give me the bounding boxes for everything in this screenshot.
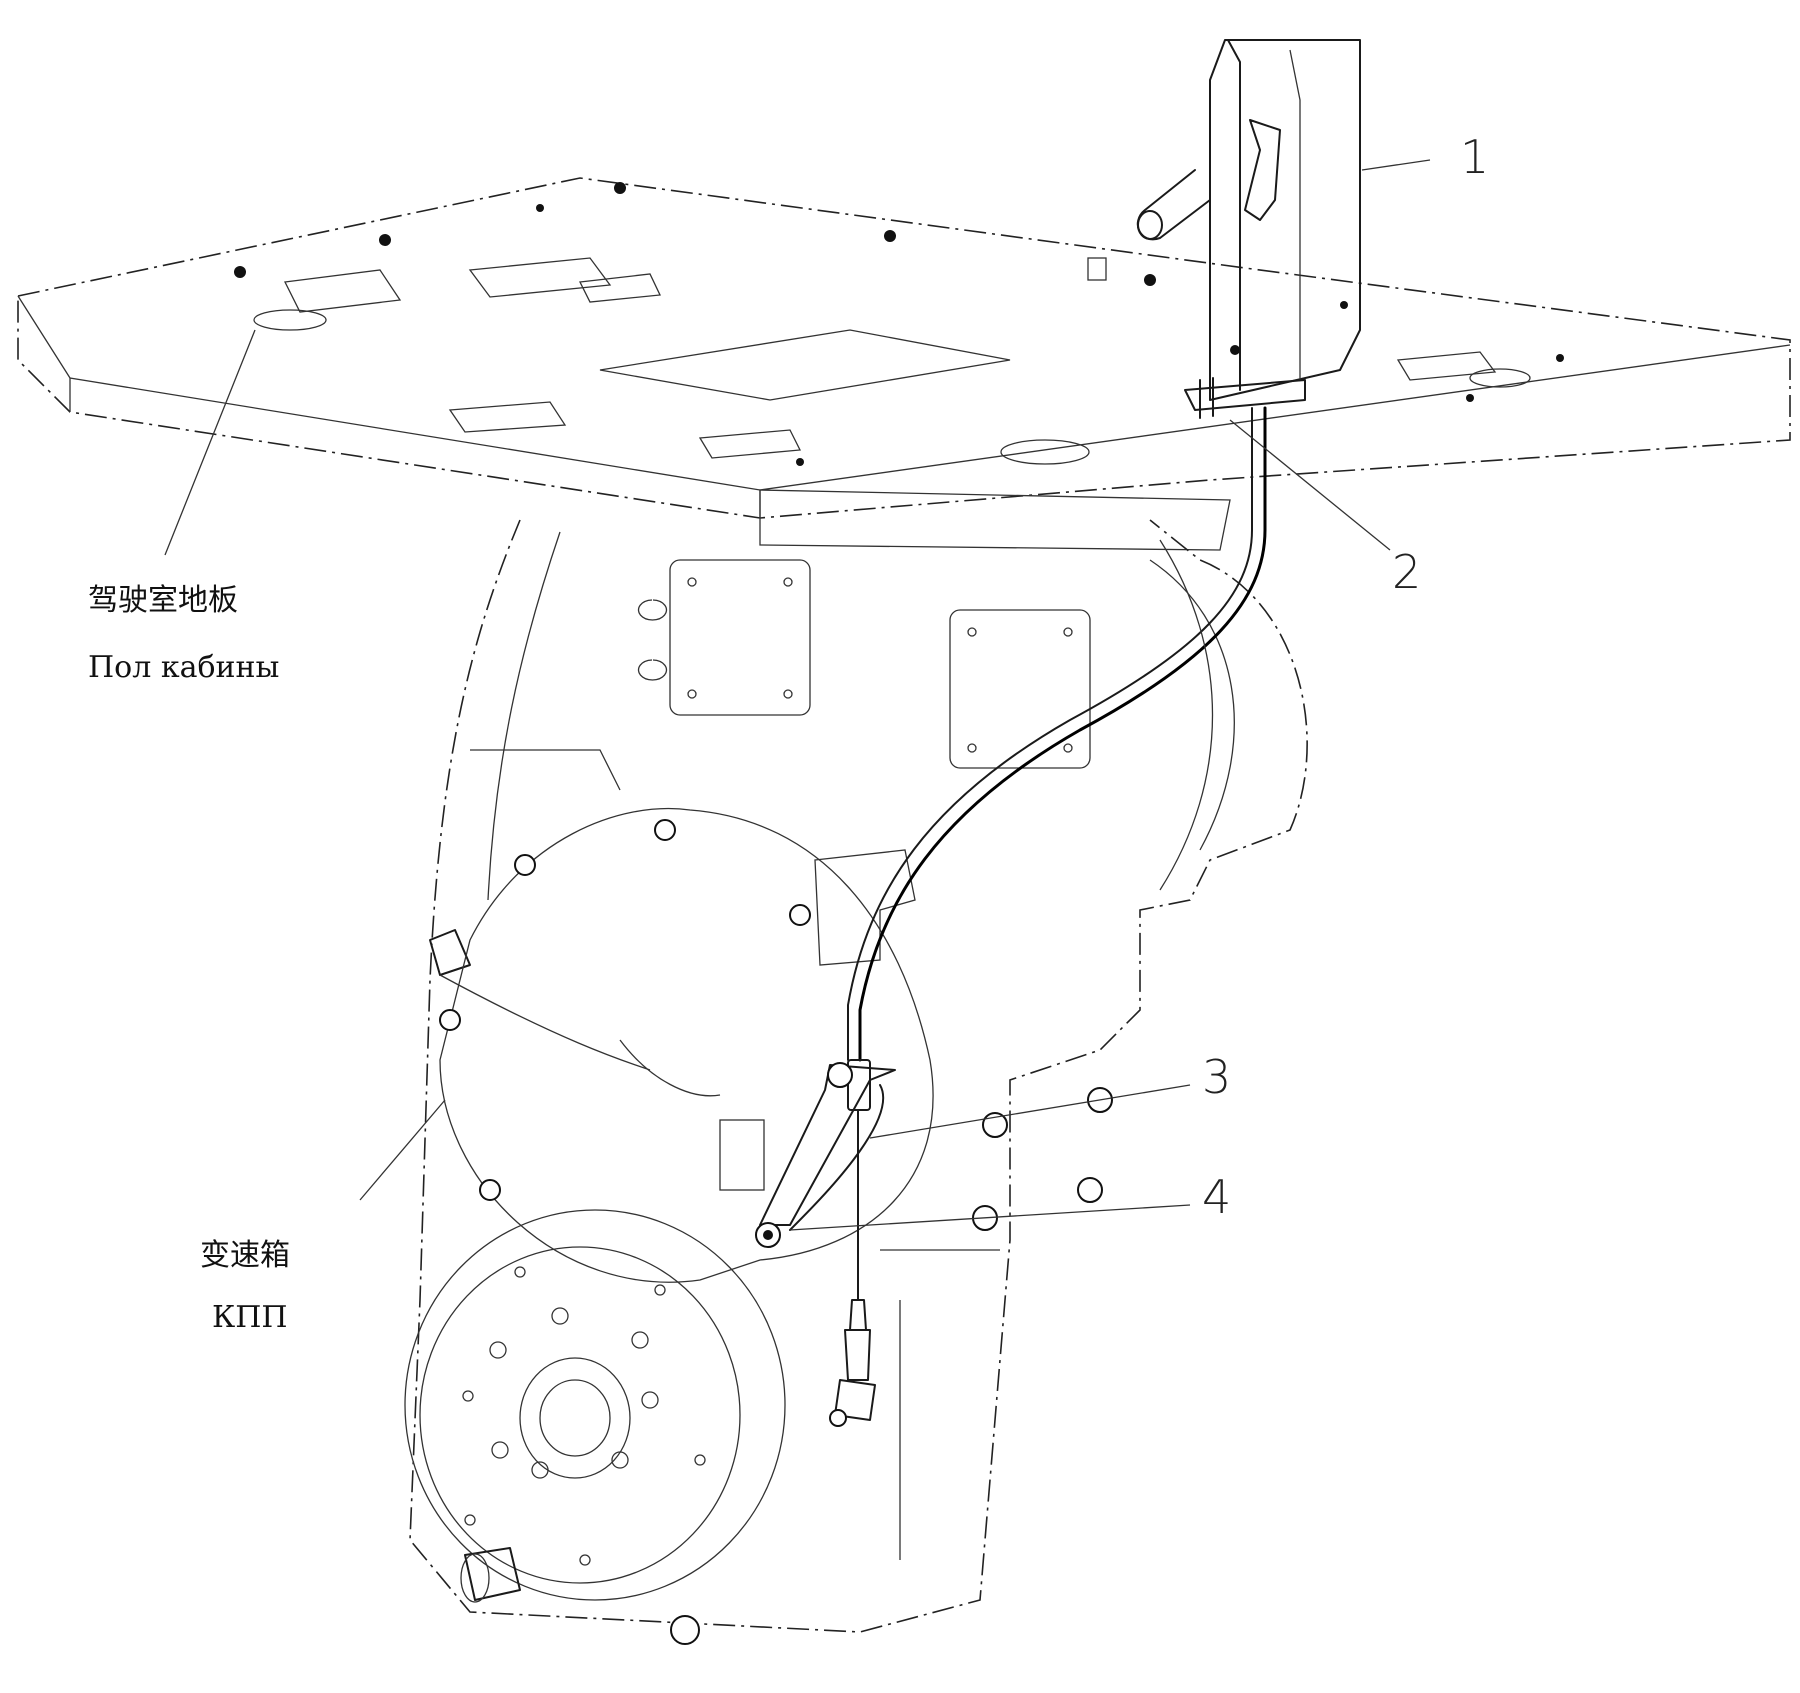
gearbox-side-cover: [439, 807, 1113, 1283]
leader-lines: [164, 159, 1431, 1231]
cab-floor-label-cn: 驾驶室地板: [88, 583, 238, 618]
drain-fitting: [460, 1547, 700, 1645]
cab-floor-label-ru: Пол кабины: [88, 650, 280, 685]
brake-cable: [829, 406, 1267, 1427]
callout-2: 2: [1392, 545, 1422, 599]
cab-floor-panel: [17, 177, 1791, 551]
callout-3: 3: [1202, 1050, 1232, 1104]
gearbox-label-ru: КПП: [212, 1300, 288, 1335]
gearbox-label-cn: 变速箱: [200, 1238, 290, 1273]
cable-bracket: [755, 1062, 896, 1248]
output-flange: [404, 1209, 786, 1601]
callout-4: 4: [1202, 1170, 1232, 1224]
callout-1: 1: [1460, 130, 1490, 184]
gearbox-housing: [409, 519, 1308, 1633]
hand-brake-lever: [1136, 39, 1361, 419]
